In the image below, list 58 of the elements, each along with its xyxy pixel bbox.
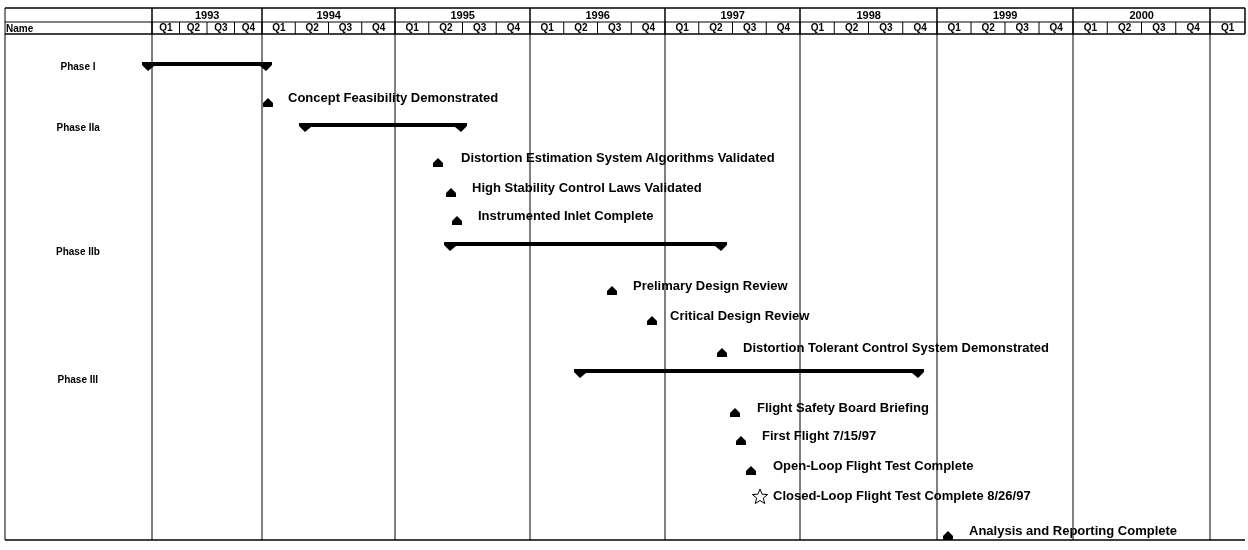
quarter-label: Q1 [159,22,173,34]
quarter-label: Q3 [742,22,757,34]
milestone-label: Distortion Estimation System Algorithms Validated [461,152,775,164]
quarter-label: Q1 [810,22,824,34]
quarter-label: Q2 [709,22,723,34]
quarter-label: Q4 [913,22,927,34]
milestone-label: Prelimary Design Review [633,280,788,292]
quarter-label: Q1 [947,22,961,34]
quarter-label: Q4 [371,22,386,34]
year-label: 1994 [316,9,341,21]
quarter-label: Q2 [574,22,588,34]
quarter-label: Q1 [675,22,689,34]
quarter-label: Q1 [1083,22,1097,34]
quarter-label: Q2 [981,22,995,34]
quarter-label: Q2 [439,22,453,34]
quarter-label: Q1 [1221,22,1235,34]
milestone-label: High Stability Control Laws Validated [472,182,702,194]
year-label: 1998 [856,9,881,21]
quarter-label: Q3 [472,22,487,34]
quarter-label: Q1 [272,22,286,34]
year-label: 1999 [993,9,1018,21]
phase-label: Phase III [57,374,99,386]
quarter-label: Q4 [1186,22,1200,34]
milestone-label: Analysis and Reporting Complete [969,525,1178,537]
quarter-label: Q2 [186,22,201,34]
phase-label: Phase I [60,61,96,73]
quarter-label: Q3 [214,22,228,34]
quarter-label: Q3 [338,22,352,34]
quarter-label: Q3 [879,22,893,34]
milestone-label: Open-Loop Flight Test Complete [773,460,974,472]
quarter-label: Q3 [1152,22,1166,34]
milestone-label: Distortion Tolerant Control System Demonstrated [743,342,1049,354]
column-header: Name [6,23,34,35]
quarter-label: Q4 [641,22,655,34]
quarter-label: Q1 [540,22,554,34]
quarter-label: Q2 [305,22,319,34]
quarter-label: Q4 [776,22,790,34]
quarter-label: Q3 [1015,22,1029,34]
quarter-label: Q2 [1117,22,1132,34]
quarter-label: Q4 [241,22,256,34]
quarter-label: Q4 [506,22,520,34]
year-label: 2000 [1129,9,1154,21]
year-label: 1995 [450,9,475,21]
quarter-label: Q2 [844,22,859,34]
milestone-label: First Flight 7/15/97 [762,430,877,442]
phase-label: Phase IIb [56,246,100,258]
quarter-label: Q4 [1049,22,1063,34]
year-label: 1996 [585,9,610,21]
milestone-label: Concept Feasibility Demonstrated [288,92,499,104]
quarter-label: Q1 [405,22,419,34]
year-label: 1993 [195,9,220,21]
milestone-label: Flight Safety Board Briefing [757,402,929,414]
milestone-label: Critical Design Review [670,310,810,322]
milestone-label: Closed-Loop Flight Test Complete 8/26/97 [773,490,1031,502]
year-label: 1997 [720,9,745,21]
milestone-label: Instrumented Inlet Complete [478,210,654,222]
quarter-label: Q3 [607,22,622,34]
phase-label: Phase IIa [56,122,100,134]
